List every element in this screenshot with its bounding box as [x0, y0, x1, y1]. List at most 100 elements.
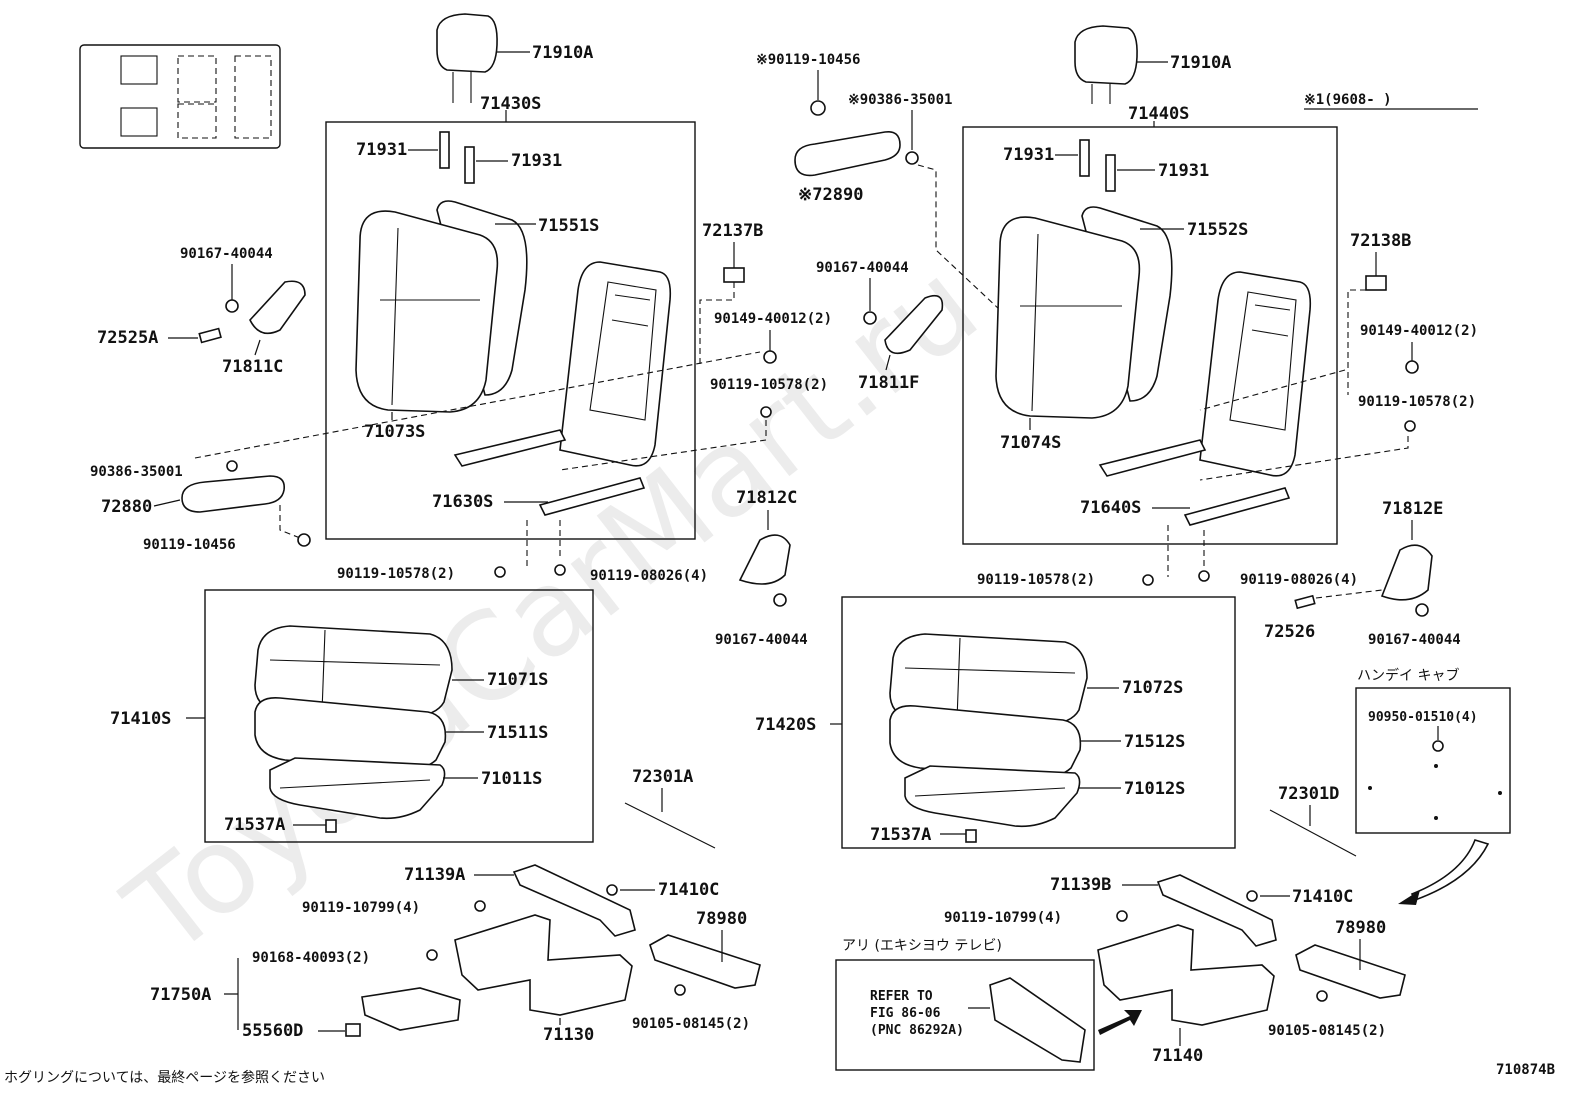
- bolt-90119-10578-l-top: [760, 406, 772, 418]
- armrest-72890: [794, 130, 901, 177]
- label-refer3: (PNC 86292A): [870, 1023, 964, 1038]
- label-71812e: 71812E: [1382, 499, 1443, 519]
- label-90119-10799-l: 90119-10799(4): [302, 900, 420, 916]
- bolt-90149-l: [763, 350, 777, 364]
- watermark: ToyotaCarMart.ru: [101, 236, 1003, 983]
- clip-71537a-l: [325, 819, 337, 833]
- box-tv: [835, 959, 1095, 1071]
- curved-arrow: [1410, 839, 1490, 901]
- label-71537a-l: 71537A: [224, 815, 285, 835]
- rivet-90950: [1432, 740, 1444, 752]
- screw-90167-b: [863, 311, 877, 325]
- label-refer1: REFER TO: [870, 989, 933, 1004]
- panel-78980-r: [1295, 944, 1406, 999]
- box-cushion-left: [204, 589, 594, 843]
- footer-note: ホグリングについては、最終ページを参照ください: [4, 1069, 325, 1086]
- label-90119-10578-r-bot: 90119-10578(2): [977, 572, 1095, 588]
- label-90119-10578-l-bot: 90119-10578(2): [337, 566, 455, 582]
- label-71931-r1: 71931: [1003, 145, 1054, 165]
- panel-78980-l: [649, 934, 761, 989]
- label-72301a: 72301A: [632, 767, 693, 787]
- box-seatback-right: [962, 126, 1338, 545]
- label-90167-b: 90167-40044: [816, 260, 909, 276]
- label-72301d: 72301D: [1278, 784, 1339, 804]
- label-71430s: 71430S: [480, 94, 541, 114]
- cushion-right: [889, 633, 1088, 828]
- label-72880: 72880: [101, 497, 152, 517]
- clip-72137b: [723, 267, 745, 283]
- screw-90167-c: [773, 593, 787, 607]
- label-55560d: 55560D: [242, 1021, 303, 1041]
- label-71931-l1: 71931: [356, 140, 407, 160]
- label-90386-l: 90386-35001: [90, 464, 183, 480]
- label-90950: 90950-01510(4): [1368, 710, 1478, 725]
- label-71512s: 71512S: [1124, 732, 1185, 752]
- label-90119-10799-r: 90119-10799(4): [944, 910, 1062, 926]
- rail-71139b: [1156, 874, 1277, 947]
- label-78980-r: 78980: [1335, 918, 1386, 938]
- label-90105-l: 90105-08145(2): [632, 1016, 750, 1032]
- tray-71750a: [361, 987, 461, 1031]
- label-ari-tv: アリ (エキシヨウ テレビ): [842, 938, 1002, 954]
- label-note-code: ※1(9608- ): [1304, 92, 1392, 108]
- label-71410s: 71410S: [110, 709, 171, 729]
- seatback-pad-left: [355, 200, 528, 413]
- label-90149-r: 90149-40012(2): [1360, 323, 1478, 339]
- label-90149-l: 90149-40012(2): [714, 311, 832, 327]
- bolt-90119-10456-l: [297, 533, 311, 547]
- label-90105-r: 90105-08145(2): [1268, 1023, 1386, 1039]
- armrest-72880: [181, 475, 286, 513]
- label-71140: 71140: [1152, 1046, 1203, 1066]
- rail-71139a: [512, 864, 636, 937]
- label-star-90386-35001: ※90386-35001: [848, 92, 952, 108]
- box-cushion-right: [841, 596, 1236, 849]
- label-71811c: 71811C: [222, 357, 283, 377]
- bolt-90119-10799-l: [474, 900, 486, 912]
- screw-90167-d: [1415, 603, 1429, 617]
- headrest-right: [1074, 25, 1168, 104]
- label-71910a-left: 71910A: [532, 43, 593, 63]
- label-71811f: 71811F: [858, 373, 919, 393]
- button-71410c-l: [606, 884, 618, 896]
- label-71640s: 71640S: [1080, 498, 1141, 518]
- cable-72301d: [1269, 809, 1357, 857]
- nut-90386-l: [226, 460, 238, 472]
- label-71630s: 71630S: [432, 492, 493, 512]
- label-71071s: 71071S: [487, 670, 548, 690]
- bolt-90119-08026-l: [554, 564, 566, 576]
- label-71812c: 71812C: [736, 488, 797, 508]
- label-71012s: 71012S: [1124, 779, 1185, 799]
- label-71074s: 71074S: [1000, 433, 1061, 453]
- label-star-72890: ※72890: [798, 185, 863, 205]
- knob-72525a: [198, 327, 222, 344]
- box-handy-cab: [1355, 687, 1511, 834]
- cover-71812e: [1380, 544, 1433, 601]
- shield-71811c: [249, 280, 306, 335]
- label-78980-l: 78980: [696, 909, 747, 929]
- label-71130: 71130: [543, 1025, 594, 1045]
- label-handy-cab: ハンデイ キャブ: [1357, 667, 1459, 684]
- bolt-90119-10456-top: [810, 100, 826, 116]
- cover-71812c: [738, 534, 791, 585]
- label-71931-l2: 71931: [511, 151, 562, 171]
- nut-90386-top: [905, 151, 919, 165]
- bolt-90149-r: [1405, 360, 1419, 374]
- clip-55560d: [345, 1023, 361, 1037]
- label-90167-d: 90167-40044: [1368, 632, 1461, 648]
- label-90168: 90168-40093(2): [252, 950, 370, 966]
- label-72526: 72526: [1264, 622, 1315, 642]
- bolt-90119-10578-r-bot: [1142, 574, 1154, 586]
- clip-71537a-r: [965, 829, 977, 843]
- label-71750a: 71750A: [150, 985, 211, 1005]
- label-refer2: FIG 86-06: [870, 1006, 941, 1021]
- label-90119-08026-r: 90119-08026(4): [1240, 572, 1358, 588]
- label-71420s: 71420S: [755, 715, 816, 735]
- screw-90168: [426, 949, 438, 961]
- label-72137b: 72137B: [702, 221, 763, 241]
- label-72138b: 72138B: [1350, 231, 1411, 251]
- label-71440s: 71440S: [1128, 104, 1189, 124]
- box-seatback-left: [325, 121, 696, 540]
- label-71511s: 71511S: [487, 723, 548, 743]
- label-90119-10456-l: 90119-10456: [143, 537, 236, 553]
